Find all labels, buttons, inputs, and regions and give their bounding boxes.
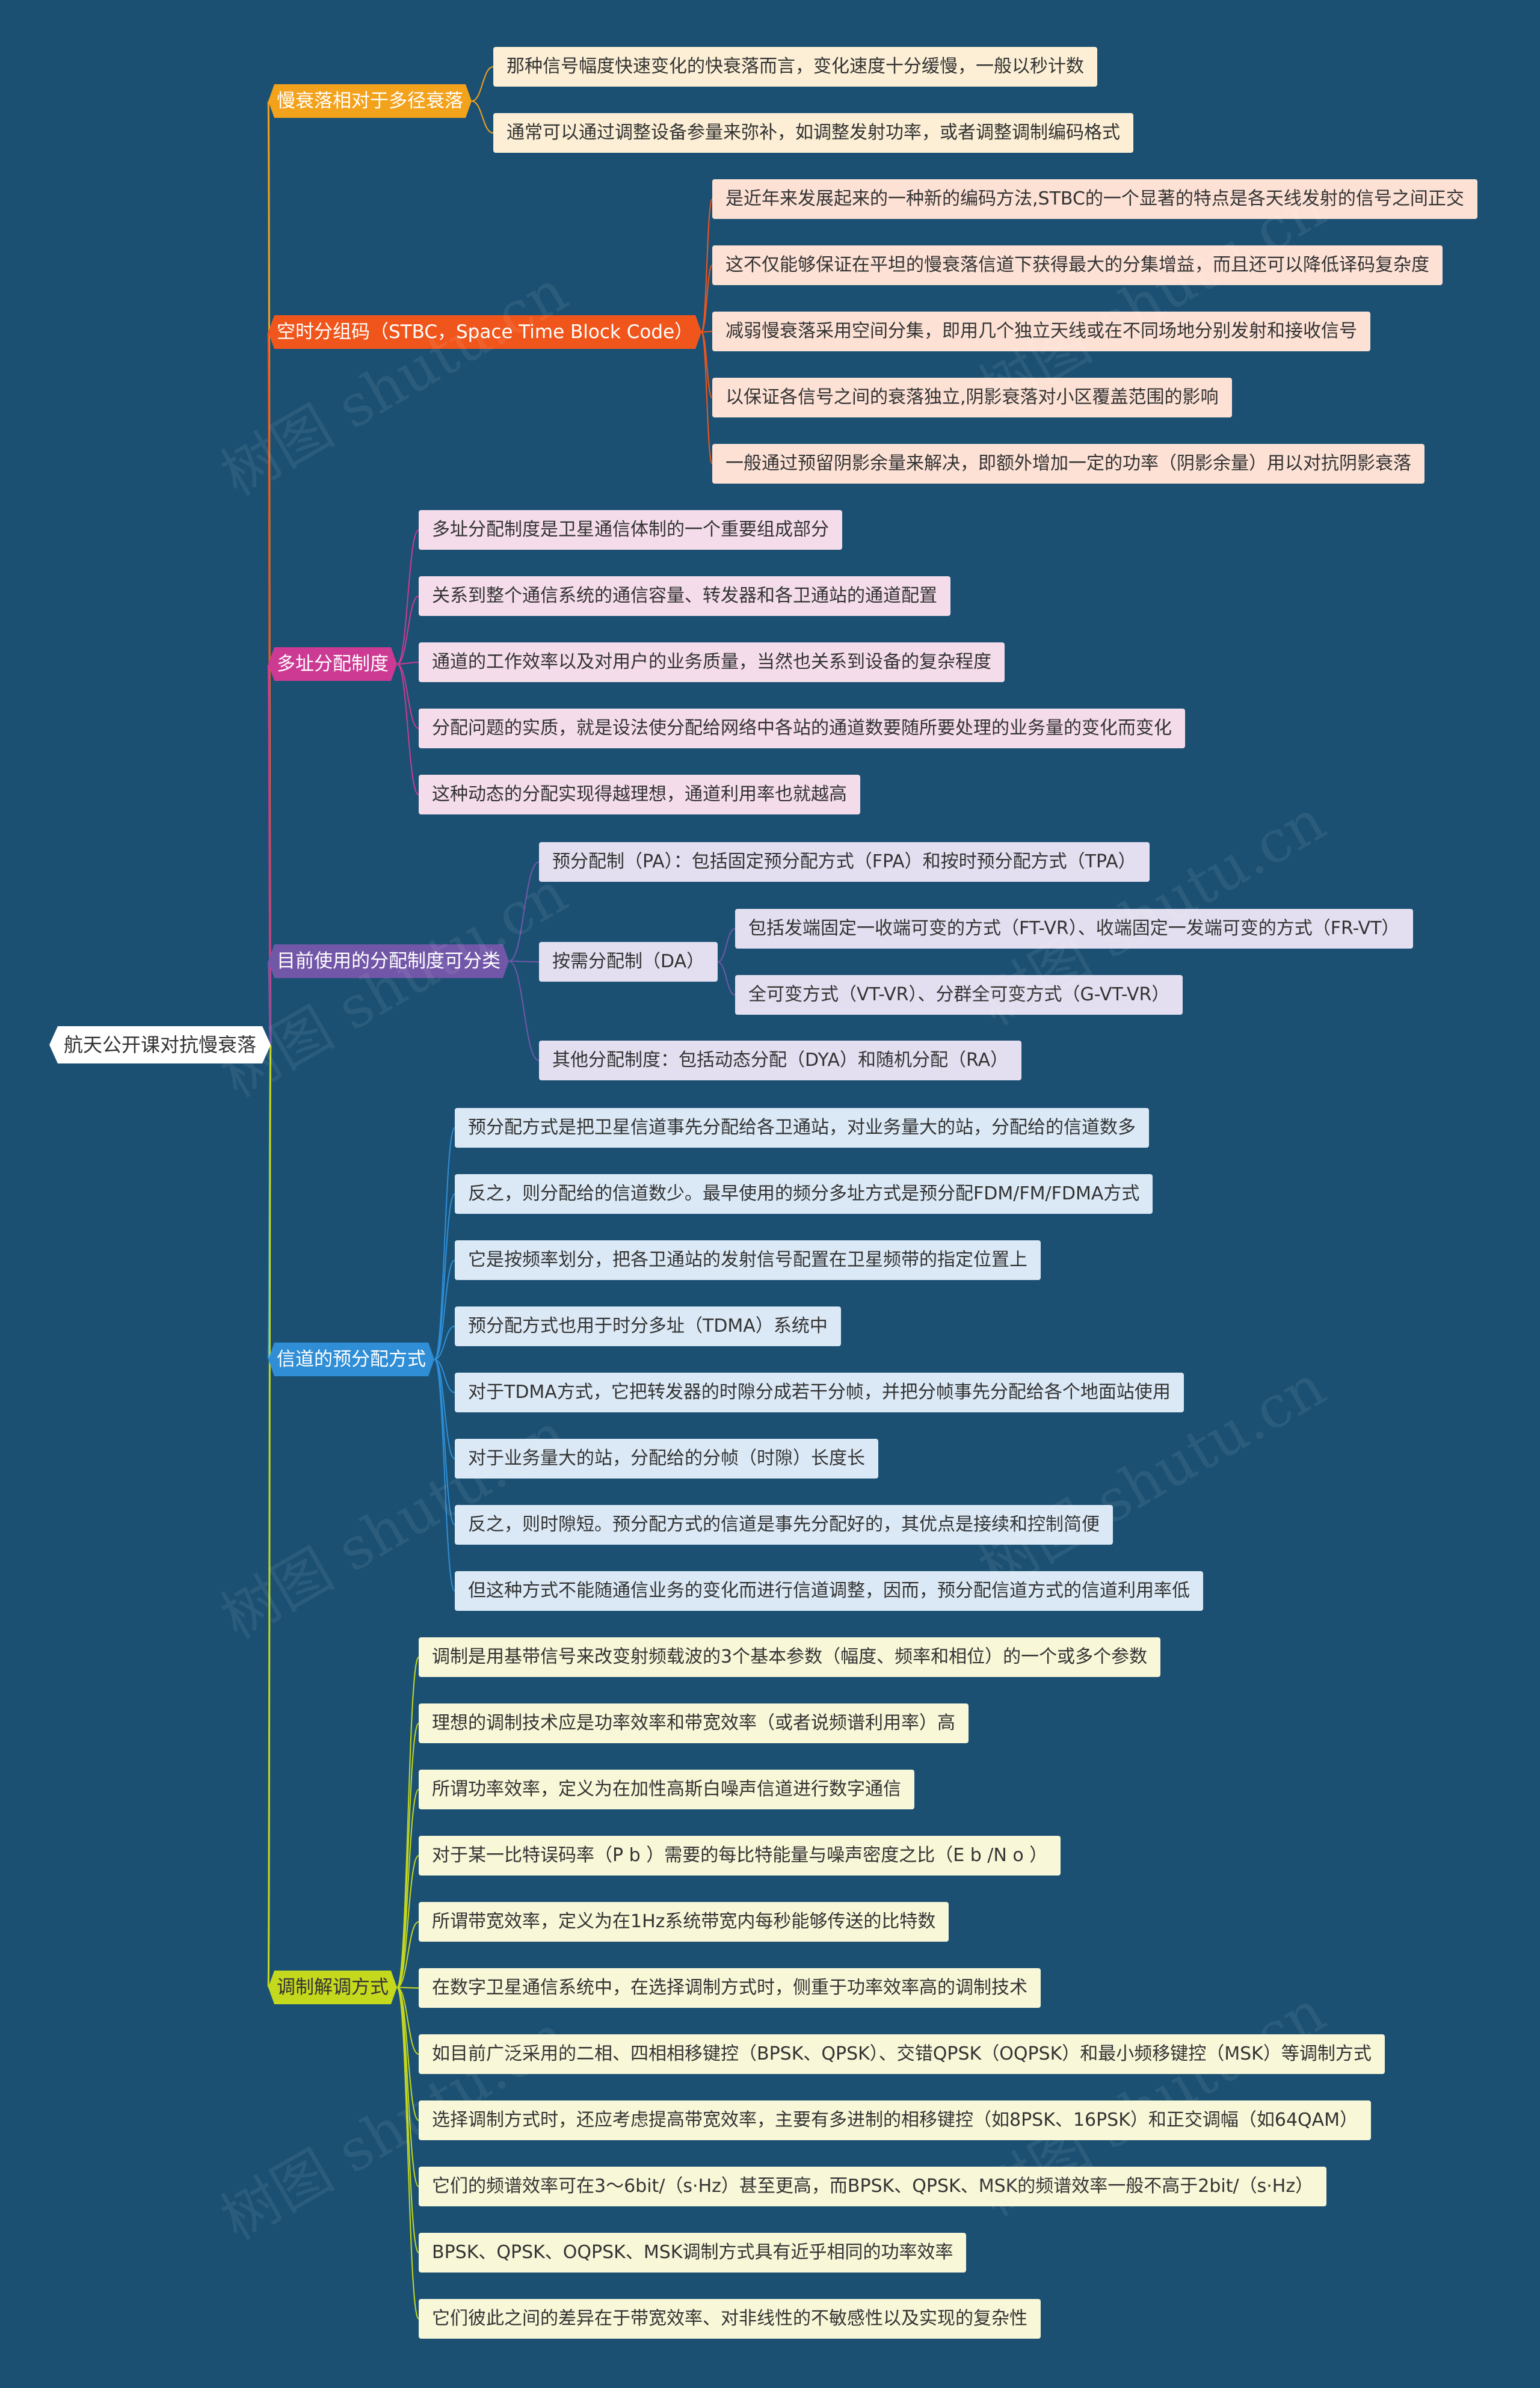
connector (396, 1987, 419, 1989)
connector (701, 265, 713, 333)
leaf-stbc-1[interactable]: 是近年来发展起来的一种新的编码方法,STBC的一个显著的特点是各天线发射的信号之… (712, 179, 1477, 219)
connector (434, 1260, 455, 1360)
leaf-multiple-access-1[interactable]: 多址分配制度是卫星通信体制的一个重要组成部分 (419, 510, 842, 550)
connector (434, 1359, 455, 1459)
connector (396, 662, 419, 665)
leaf-multiple-access-3[interactable]: 通道的工作效率以及对用户的业务质量，当然也关系到设备的复杂程度 (419, 642, 1005, 682)
leaf-multiple-access-5[interactable]: 这种动态的分配实现得越理想，通道利用率也就越高 (419, 775, 860, 814)
connector (508, 961, 540, 962)
leaf-stbc-3[interactable]: 减弱慢衰落采用空间分集，即用几个独立天线或在不同场地分别发射和接收信号 (712, 312, 1370, 351)
leaf-modulation-9[interactable]: 它们的频谱效率可在3～6bit/（s·Hz）甚至更高，而BPSK、QPSK、MS… (419, 2167, 1327, 2206)
connector (701, 198, 713, 333)
leaf-modulation-11[interactable]: 它们彼此之间的差异在于带宽效率、对非线性的不敏感性以及实现的复杂性 (419, 2299, 1041, 2339)
connector (396, 663, 419, 795)
connector (471, 66, 494, 102)
leaf-allocation-pa[interactable]: 预分配制（PA）：包括固定预分配方式（FPA）和按时预分配方式（TPA） (539, 842, 1150, 882)
leaf-allocation-da[interactable]: 按需分配制（DA） (539, 942, 718, 982)
leaf-preassigned-4[interactable]: 预分配方式也用于时分多址（TDMA）系统中 (455, 1306, 841, 1346)
connector (267, 960, 272, 1046)
connector (396, 1987, 419, 2121)
leaf-allocation-other[interactable]: 其他分配制度：包括动态分配（DYA）和随机分配（RA） (539, 1041, 1022, 1080)
connector (717, 961, 736, 996)
branch-preassigned-channel[interactable]: 信道的预分配方式 (268, 1343, 434, 1376)
leaf-preassigned-8[interactable]: 但这种方式不能随通信业务的变化而进行信道调整，因而，预分配信道方式的信道利用率低 (455, 1571, 1203, 1611)
branch-multiple-access[interactable]: 多址分配制度 (268, 647, 397, 681)
connector (434, 1127, 455, 1360)
subleaf-allocation-da-1[interactable]: 包括发端固定一收端可变的方式（FT-VR）、收端固定一发端可变的方式（FR-VT… (735, 909, 1413, 949)
leaf-modulation-8[interactable]: 选择调制方式时，还应考虑提高带宽效率，主要有多进制的相移键控（如8PSK、16P… (419, 2100, 1372, 2140)
connector (434, 1359, 455, 1393)
leaf-stbc-4[interactable]: 以保证各信号之间的衰落独立,阴影衰落对小区覆盖范围的影响 (712, 378, 1232, 417)
leaf-preassigned-1[interactable]: 预分配方式是把卫星信道事先分配给各卫通站，对业务量大的站，分配给的信道数多 (455, 1108, 1149, 1148)
connector (508, 861, 540, 962)
connector (396, 1789, 419, 1988)
connector (471, 100, 494, 134)
connector (396, 1987, 419, 2253)
leaf-modulation-2[interactable]: 理想的调制技术应是功率效率和带宽效率（或者说频谱利用率）高 (419, 1703, 969, 1743)
branch-slow-fading[interactable]: 慢衰落相对于多径衰落 (268, 84, 472, 118)
root-node[interactable]: 航天公开课对抗慢衰落 (49, 1026, 271, 1063)
connector (396, 595, 419, 665)
connector (434, 1359, 455, 1592)
subleaf-allocation-da-2[interactable]: 全可变方式（VT-VR）、分群全可变方式（G-VT-VR） (735, 975, 1183, 1015)
branch-modulation[interactable]: 调制解调方式 (268, 1971, 397, 2004)
connector (434, 1359, 455, 1525)
connector (396, 1855, 419, 1988)
leaf-slow-fading-2[interactable]: 通常可以通过调整设备参量来弥补，如调整发射功率，或者调整调制编码格式 (493, 113, 1133, 153)
connector (701, 331, 713, 464)
connector (267, 1044, 272, 1989)
connector (396, 663, 419, 729)
leaf-multiple-access-4[interactable]: 分配问题的实质，就是设法使分配给网络中各站的通道数要随所要处理的业务量的变化而变… (419, 709, 1185, 748)
leaf-modulation-6[interactable]: 在数字卫星通信系统中，在选择调制方式时，侧重于功率效率高的调制技术 (419, 1968, 1041, 2008)
leaf-preassigned-6[interactable]: 对于业务量大的站，分配给的分帧（时隙）长度长 (455, 1439, 878, 1479)
leaf-modulation-4[interactable]: 对于某一比特误码率（P b ）需要的每比特能量与噪声密度之比（E b /N o … (419, 1836, 1061, 1876)
branch-allocation-types[interactable]: 目前使用的分配制度可分类 (268, 944, 509, 978)
branch-stbc[interactable]: 空时分组码（STBC，Space Time Block Code） (268, 315, 701, 349)
leaf-modulation-3[interactable]: 所谓功率效率，定义为在加性高斯白噪声信道进行数字通信 (419, 1770, 914, 1809)
connector (396, 1921, 419, 1988)
connector (396, 529, 419, 665)
leaf-multiple-access-2[interactable]: 关系到整个通信系统的通信容量、转发器和各卫通站的通道配置 (419, 576, 950, 616)
leaf-stbc-2[interactable]: 这不仅能够保证在平坦的慢衰落信道下获得最大的分集增益，而且还可以降低译码复杂度 (712, 245, 1443, 285)
leaf-modulation-10[interactable]: BPSK、QPSK、OQPSK、MSK调制方式具有近乎相同的功率效率 (419, 2233, 967, 2273)
leaf-preassigned-7[interactable]: 反之，则时隙短。预分配方式的信道是事先分配好的，其优点是接续和控制简便 (455, 1505, 1113, 1545)
leaf-stbc-5[interactable]: 一般通过预留阴影余量来解决，即额外增加一定的功率（阴影余量）用以对抗阴影衰落 (712, 444, 1424, 484)
connector (434, 1326, 455, 1360)
connector (396, 1657, 419, 1988)
connector (701, 331, 713, 333)
leaf-slow-fading-1[interactable]: 那种信号幅度快速变化的快衰落而言，变化速度十分缓慢，一般以秒计数 (493, 47, 1097, 87)
connector (396, 1987, 419, 2055)
connector (396, 1723, 419, 1988)
connector (396, 1987, 419, 2319)
connector (508, 961, 540, 1061)
leaf-preassigned-2[interactable]: 反之，则分配给的信道数少。最早使用的频分多址方式是预分配FDM/FM/FDMA方… (455, 1174, 1153, 1214)
connector (434, 1193, 455, 1360)
leaf-modulation-1[interactable]: 调制是用基带信号来改变射频载波的3个基本参数（幅度、频率和相位）的一个或多个参数 (419, 1637, 1161, 1677)
leaf-modulation-7[interactable]: 如目前广泛采用的二相、四相相移键控（BPSK、QPSK）、交错QPSK（OQPS… (419, 2034, 1385, 2074)
connector (717, 928, 736, 962)
leaf-preassigned-5[interactable]: 对于TDMA方式，它把转发器的时隙分成若干分帧，并把分帧事先分配给各个地面站使用 (455, 1373, 1184, 1412)
leaf-modulation-5[interactable]: 所谓带宽效率，定义为在1Hz系统带宽内每秒能够传送的比特数 (419, 1902, 949, 1942)
leaf-preassigned-3[interactable]: 它是按频率划分，把各卫通站的发射信号配置在卫星频带的指定位置上 (455, 1240, 1041, 1280)
